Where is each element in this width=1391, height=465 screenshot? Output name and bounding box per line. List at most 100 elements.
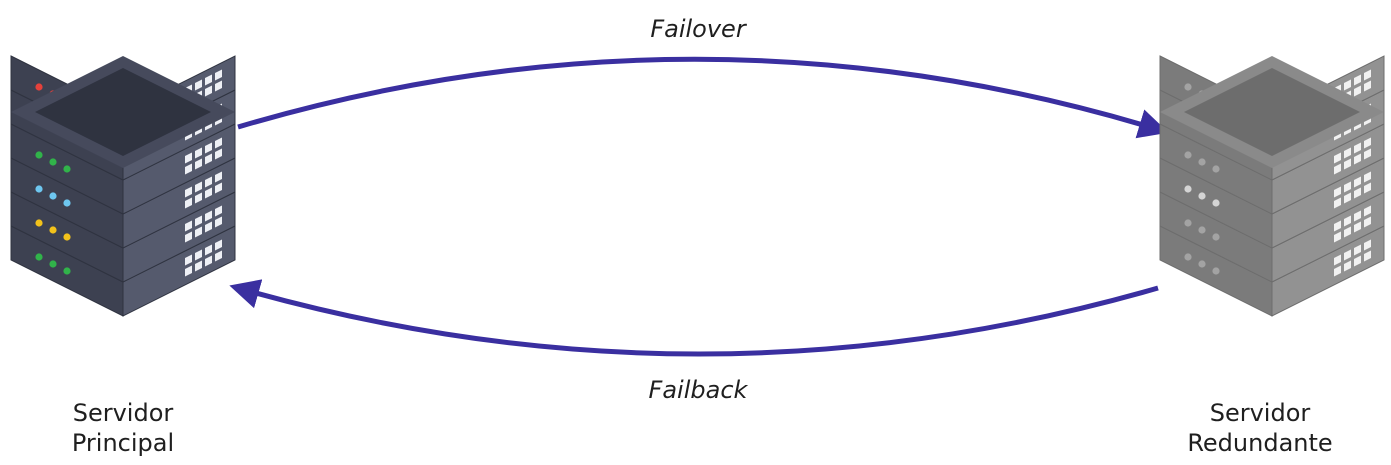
status-led: [1212, 199, 1220, 207]
status-led: [35, 185, 43, 193]
status-led: [1184, 253, 1192, 261]
status-led: [63, 199, 71, 207]
status-led: [1198, 260, 1206, 268]
vent-slot: [205, 244, 212, 256]
rack-unit: [1159, 123, 1385, 215]
vent-slot: [1344, 79, 1351, 91]
vent-slot: [195, 158, 202, 170]
rack-unit: [10, 157, 236, 249]
vent-slot: [205, 221, 212, 233]
vent-slot: [205, 74, 212, 86]
status-led: [1184, 219, 1192, 227]
status-led: [49, 226, 57, 234]
vent-slot: [215, 148, 222, 160]
status-led: [49, 158, 57, 166]
vent-slot: [215, 239, 222, 251]
vent-slot: [195, 226, 202, 238]
vent-slot: [185, 152, 192, 164]
primary-server-label-line1: Servidor: [72, 399, 174, 427]
vent-slot: [1344, 260, 1351, 272]
vent-slot: [185, 220, 192, 232]
vent-slot: [195, 249, 202, 261]
vent-slot: [195, 181, 202, 193]
failover-arrow: [237, 56, 1169, 139]
vent-slot: [1344, 226, 1351, 238]
vent-slot: [1364, 216, 1371, 228]
vent-slot: [1344, 249, 1351, 261]
status-led: [1184, 185, 1192, 193]
vent-slot: [1354, 85, 1361, 97]
vent-slot: [195, 79, 202, 91]
status-led: [1198, 226, 1206, 234]
vent-slot: [1364, 69, 1371, 81]
vent-slot: [195, 192, 202, 204]
status-led: [1198, 192, 1206, 200]
vent-slot: [1334, 163, 1341, 175]
status-led: [1212, 267, 1220, 275]
status-led: [1198, 158, 1206, 166]
status-led: [35, 83, 43, 91]
vent-slot: [1334, 186, 1341, 198]
primary-server-label-line2: Principal: [71, 429, 175, 457]
failback-arrow: [229, 279, 1159, 357]
vent-slot: [195, 215, 202, 227]
status-led: [35, 151, 43, 159]
vent-slot: [215, 171, 222, 183]
redundant-server-label-line2: Redundante: [1187, 429, 1333, 457]
status-led: [49, 192, 57, 200]
vent-slot: [1364, 239, 1371, 251]
status-led: [1184, 151, 1192, 159]
vent-slot: [1354, 221, 1361, 233]
vent-slot: [1334, 152, 1341, 164]
redundant-server-label: Servidor Redundante: [1130, 398, 1390, 458]
vent-slot: [205, 85, 212, 97]
vent-slot: [215, 69, 222, 81]
primary-server-icon: [10, 55, 236, 317]
vent-slot: [205, 255, 212, 267]
vent-slot: [205, 176, 212, 188]
vent-slot: [1344, 192, 1351, 204]
vent-slot: [1334, 265, 1341, 277]
vent-slot: [1364, 80, 1371, 92]
status-led: [49, 260, 57, 268]
rack-unit: [10, 191, 236, 283]
vent-slot: [215, 216, 222, 228]
vent-slot: [1354, 255, 1361, 267]
vent-slot: [215, 182, 222, 194]
rack-unit: [1159, 191, 1385, 283]
vent-slot: [195, 260, 202, 272]
vent-slot: [205, 142, 212, 154]
failover-label: Failover: [650, 15, 746, 43]
vent-slot: [185, 186, 192, 198]
status-led: [35, 253, 43, 261]
vent-slot: [1334, 254, 1341, 266]
vent-slot: [1354, 153, 1361, 165]
vent-slot: [185, 197, 192, 209]
primary-server-label: Servidor Principal: [0, 398, 253, 458]
failback-label: Failback: [648, 376, 748, 404]
vent-slot: [215, 80, 222, 92]
status-led: [63, 165, 71, 173]
rack-top-panel: [1184, 68, 1360, 156]
vent-slot: [1344, 215, 1351, 227]
vent-slot: [1354, 74, 1361, 86]
vent-slot: [1364, 148, 1371, 160]
vent-slot: [1334, 197, 1341, 209]
rack-top-panel: [35, 68, 211, 156]
status-led: [1212, 233, 1220, 241]
vent-slot: [1364, 137, 1371, 149]
vent-slot: [1354, 210, 1361, 222]
vent-slot: [1344, 158, 1351, 170]
vent-slot: [1364, 205, 1371, 217]
vent-slot: [1354, 142, 1361, 154]
vent-slot: [215, 205, 222, 217]
vent-slot: [185, 163, 192, 175]
vent-slot: [1334, 220, 1341, 232]
vent-slot: [185, 231, 192, 243]
vent-slot: [1364, 171, 1371, 183]
vent-slot: [205, 210, 212, 222]
vent-slot: [195, 147, 202, 159]
vent-slot: [1344, 181, 1351, 193]
status-led: [1212, 165, 1220, 173]
